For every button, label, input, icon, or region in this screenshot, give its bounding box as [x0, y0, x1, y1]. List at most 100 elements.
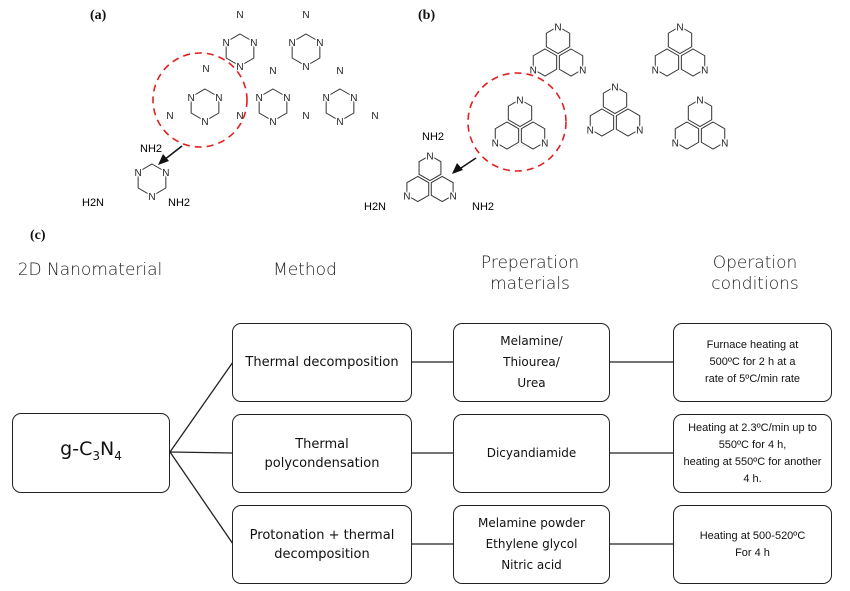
bridging-nitrogen: N [302, 111, 309, 122]
nitrogen-label: N [611, 83, 618, 94]
method-text-line: polycondensation [264, 455, 380, 471]
method-text-line: Thermal decomposition [245, 355, 399, 370]
nitrogen-label: N [256, 93, 263, 104]
nitrogen-label: N [236, 62, 243, 73]
nitrogen-label: N [676, 23, 683, 34]
triazine-ring [325, 88, 355, 122]
triazine-ring [291, 33, 321, 67]
prep-text-line: Melamine powder [478, 516, 585, 530]
method-text-line: decomposition [274, 546, 370, 562]
method-text-line: Protonation + thermal [249, 527, 395, 543]
panel-b-label: (b) [418, 8, 436, 23]
triazine-ring [430, 175, 454, 203]
bridging-nitrogen: N [202, 64, 209, 75]
op-box: Furnace heating at 500ºC for 2 h at a rate… [673, 323, 832, 402]
nitrogen-label: N [579, 65, 586, 76]
nitrogen-label: N [696, 96, 703, 107]
nitrogen-label: N [316, 38, 323, 49]
nitrogen-label: N [223, 38, 230, 49]
header-method: Method [273, 260, 337, 280]
nitrogen-label: N [302, 62, 309, 73]
triazine-ring [700, 121, 726, 150]
triazine-ring [680, 48, 706, 77]
triazine-ring [615, 108, 641, 137]
nitrogen-label: N [148, 192, 155, 203]
op-text-line: Heating at 2.3ºC/min up to [688, 421, 817, 434]
triazine-ring [532, 48, 558, 77]
triazine-ring [602, 85, 628, 115]
nitrogen-label: N [652, 65, 659, 76]
triazine-ring [687, 98, 713, 128]
prep-text-line: Nitric acid [501, 558, 562, 572]
nitrogen-label: N [672, 138, 679, 149]
triazine-ring [654, 48, 680, 77]
nitrogen-label: N [587, 125, 594, 136]
nitrogen-label: N [201, 117, 208, 128]
header-prep-line2: materials [490, 274, 570, 294]
nitrogen-label: N [554, 23, 561, 34]
method-box: Thermal decomposition [232, 323, 412, 402]
op-text-line: 4 h. [743, 472, 762, 485]
triazine-ring [558, 48, 584, 77]
nitrogen-label: N [541, 138, 548, 149]
connector-line [169, 451, 234, 545]
nitrogen-label: N [426, 151, 433, 162]
nitrogen-label: N [403, 191, 410, 202]
triazine-ring [667, 25, 693, 55]
op-text-line: 500ºC for 2 h at a [709, 356, 796, 368]
triazine-ring [418, 154, 442, 182]
bridging-nitrogen: N [269, 66, 276, 77]
nh2-label: NH2 [472, 201, 494, 213]
nitrogen-label: N [269, 117, 276, 128]
triazine-ring [225, 33, 255, 67]
op-text-line: For 4 h [735, 546, 770, 559]
connector-line [169, 361, 234, 453]
nitrogen-label: N [188, 93, 195, 104]
bridging-nitrogen: N [236, 111, 243, 122]
highlight-circle [152, 52, 248, 148]
triazine-ring [520, 121, 546, 150]
nitrogen-label: N [350, 93, 357, 104]
nitrogen-label: N [283, 93, 290, 104]
connector-line [169, 451, 234, 454]
op-text-line: heating at 550ºC for another [683, 455, 822, 468]
nitrogen-label: N [135, 168, 142, 179]
prep-box: Melamine/Thiourea/Urea [453, 323, 610, 402]
bridging-nitrogen: N [236, 10, 243, 21]
bridging-nitrogen: N [166, 111, 173, 122]
arrow-head [158, 154, 169, 165]
prep-text-line: Ethylene glycol [485, 537, 578, 551]
nh2-label: NH2 [422, 131, 444, 143]
nitrogen-label: N [289, 38, 296, 49]
nh2-label: NH2 [140, 143, 162, 155]
nitrogen-label: N [636, 125, 643, 136]
prep-box: Dicyandiamide [453, 414, 610, 493]
method-box: Protonation + thermal decomposition [232, 505, 412, 584]
nitrogen-label: N [336, 117, 343, 128]
h2n-label: H2N [364, 201, 386, 213]
triazine-ring [545, 25, 571, 55]
nitrogen-label: N [215, 93, 222, 104]
triazine-ring [190, 88, 220, 122]
prep-text-line: Melamine/ [500, 334, 563, 348]
nitrogen-label: N [492, 138, 499, 149]
op-text-line: Furnace heating at [706, 339, 799, 351]
nitrogen-label: N [323, 93, 330, 104]
nitrogen-label: N [162, 168, 169, 179]
h2n-label: H2N [82, 197, 104, 209]
op-text-line: rate of 5ºC/min rate [704, 373, 801, 385]
nitrogen-label: N [721, 138, 728, 149]
triazine-ring [589, 108, 615, 137]
arrow-head [452, 163, 463, 174]
nitrogen-label: N [530, 65, 537, 76]
triazine-ring [137, 163, 167, 197]
panel-c-label: (c) [30, 228, 46, 243]
prep-text-line: Urea [517, 376, 546, 390]
nitrogen-label: N [516, 96, 523, 107]
